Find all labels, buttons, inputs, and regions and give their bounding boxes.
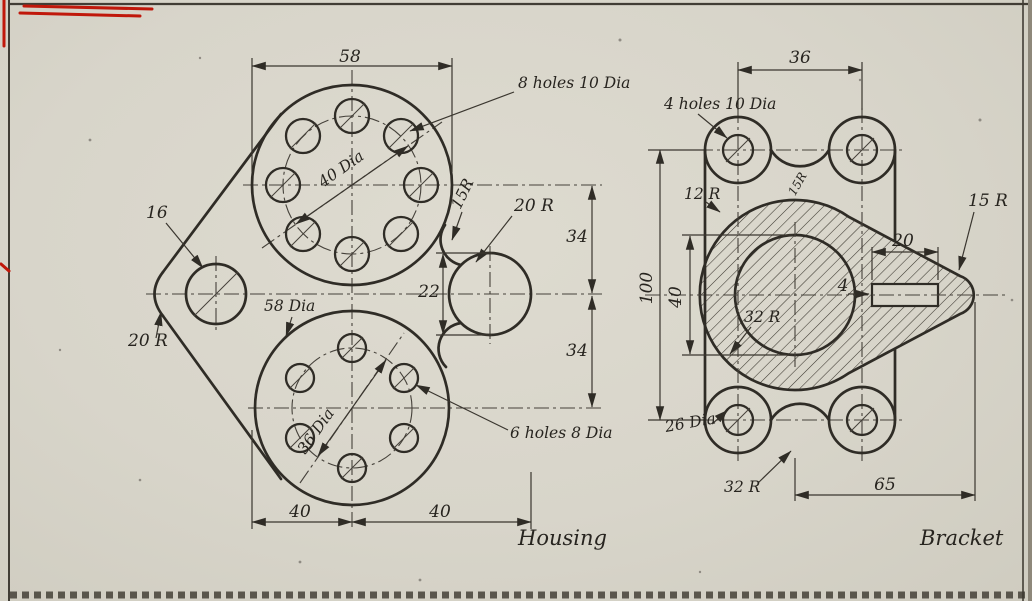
bracket-dim-65: 65	[874, 475, 896, 495]
bracket-top-saddle	[769, 148, 831, 168]
scan-noise	[58, 38, 1014, 582]
bracket-dim-26dia: 26 Dia	[663, 409, 718, 436]
bracket-dim-32r-center: 32 R	[744, 308, 781, 326]
red-pen-marks	[0, 0, 154, 273]
housing-bottom-flange-circle	[253, 309, 451, 507]
housing-lower-tangent-line	[161, 314, 283, 481]
bracket-dim-15r-saddle: 15R	[785, 170, 809, 198]
bracket-dim-32r-bottom: 32 R	[724, 478, 761, 496]
bracket-dim-12r: 12 R	[684, 185, 721, 203]
bracket-dim-20: 20	[891, 231, 914, 251]
housing-title: Housing	[517, 526, 607, 550]
housing-view: 58 8 holes 10 Dia 40 Dia 15R 20 R 34 34 …	[127, 47, 630, 550]
housing-dim-34-bottom: 34	[566, 341, 588, 361]
housing-dim-20r-right: 20 R	[513, 196, 554, 216]
housing-dim-58dia: 58 Dia	[264, 297, 315, 315]
housing-dim-36dia: 36 Dia	[294, 405, 338, 457]
housing-top-flange-circle	[250, 83, 454, 287]
housing-bottom-right-fillet	[437, 321, 463, 369]
bracket-dim-4: 4	[837, 276, 849, 296]
housing-note-8-holes: 8 holes 10 Dia	[518, 74, 630, 92]
housing-dim-34-top: 34	[566, 227, 588, 247]
housing-dim-40-left: 40	[288, 502, 311, 522]
bracket-view: 36 4 holes 10 Dia 12 R 15R 15 R 100 40 3…	[637, 48, 1008, 550]
housing-dim-58: 58	[339, 47, 361, 67]
housing-dim-22: 22	[417, 282, 440, 302]
bracket-note-4-holes: 4 holes 10 Dia	[663, 95, 776, 113]
housing-dim-40-right: 40	[428, 502, 451, 522]
housing-bottom-bolt-holes	[193, 271, 420, 484]
bracket-outline	[703, 115, 897, 455]
bracket-dim-15r-tip: 15 R	[968, 191, 1008, 211]
bracket-dim-36: 36	[789, 48, 811, 68]
housing-dim-20r-left: 20 R	[127, 331, 168, 351]
bracket-bottom-saddle	[769, 402, 831, 422]
bracket-title: Bracket	[919, 526, 1004, 550]
housing-top-right-fillet	[439, 223, 463, 267]
bracket-dimension-lines	[648, 62, 976, 501]
housing-centerlines	[146, 70, 602, 528]
page-border	[8, 0, 1032, 601]
housing-outline	[153, 83, 533, 507]
housing-left-lug-circle	[184, 262, 248, 326]
housing-upper-tangent-line	[161, 112, 283, 274]
housing-dim-16: 16	[146, 203, 168, 223]
housing-dimension-lines	[154, 58, 597, 529]
bracket-dim-100: 100	[637, 272, 657, 305]
bracket-dim-40: 40	[666, 286, 686, 309]
housing-note-6-holes: 6 holes 8 Dia	[510, 424, 613, 442]
